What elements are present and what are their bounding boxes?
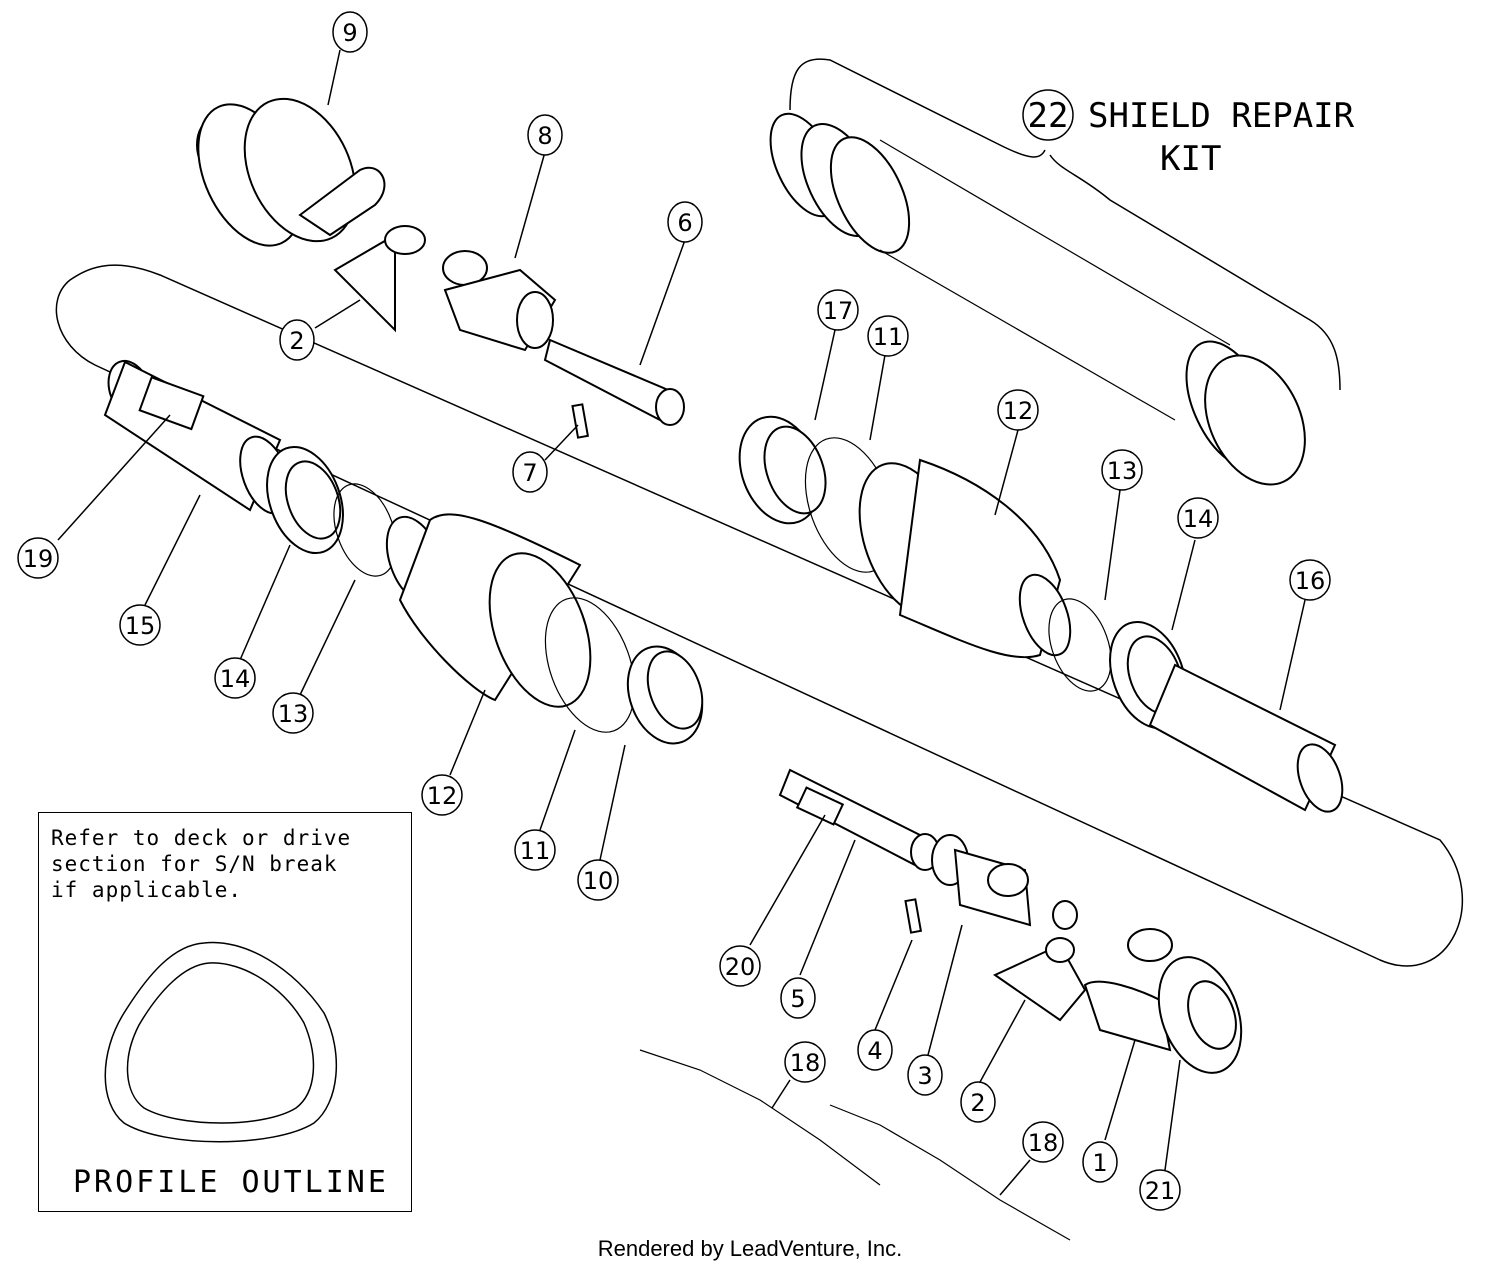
callout-18-left: 18 <box>784 1041 826 1083</box>
callout-10: 10 <box>577 859 619 901</box>
callout-22 <box>1022 89 1074 141</box>
callout-9: 9 <box>332 11 368 53</box>
svg-text:5: 5 <box>790 985 805 1013</box>
cone-12-right <box>858 458 1072 659</box>
shield-repair-kit-tube <box>769 112 1306 486</box>
svg-text:20: 20 <box>725 953 756 981</box>
note-text: Refer to deck or drive section for S/N b… <box>51 826 352 902</box>
cone-12-left <box>385 513 592 708</box>
callout-14-bottom: 14 <box>214 657 256 699</box>
callout-13-bottom: 13 <box>272 692 314 734</box>
svg-text:17: 17 <box>823 297 854 325</box>
callout-17: 17 <box>817 289 859 331</box>
bearing-10 <box>626 645 704 745</box>
outer-tube-15 <box>103 359 291 515</box>
outer-tube-16 <box>1148 663 1344 813</box>
callout-4: 4 <box>857 1029 893 1071</box>
svg-text:14: 14 <box>1183 505 1214 533</box>
profile-outline-label: PROFILE OUTLINE <box>73 1165 389 1200</box>
svg-text:18: 18 <box>790 1049 821 1077</box>
shield-kit-label: 22 SHIELD REPAIR KIT <box>1022 89 1355 179</box>
svg-text:2: 2 <box>970 1089 985 1117</box>
callout-2-bottom: 2 <box>960 1081 996 1123</box>
callout-12-bottom: 12 <box>421 774 463 816</box>
svg-text:10: 10 <box>583 867 614 895</box>
svg-text:6: 6 <box>677 209 692 237</box>
svg-text:3: 3 <box>917 1062 932 1090</box>
o-ring-11-left <box>544 597 636 733</box>
svg-text:4: 4 <box>867 1037 882 1065</box>
svg-text:2: 2 <box>289 327 304 355</box>
callout-5: 5 <box>780 977 816 1019</box>
shield-kit-bracket <box>789 58 1341 391</box>
svg-text:21: 21 <box>1145 1177 1176 1205</box>
svg-text:1: 1 <box>1092 1149 1107 1177</box>
callout-leaders <box>57 49 1306 1196</box>
shield-kit-line2: KIT <box>1160 139 1221 179</box>
roll-pin-4 <box>904 898 923 934</box>
callout-12-top: 12 <box>997 389 1039 431</box>
callout-19: 19 <box>17 537 59 579</box>
shield-kit-line1: SHIELD REPAIR <box>1088 96 1355 136</box>
roll-pin-7 <box>571 403 590 439</box>
inner-tube-6 <box>543 338 685 426</box>
bearing-ring-14-left <box>266 445 344 555</box>
callout-18-right: 18 <box>1022 1121 1064 1163</box>
outer-shield-outline <box>55 264 1464 967</box>
callout-1: 1 <box>1082 1141 1118 1183</box>
callout-15: 15 <box>119 604 161 646</box>
svg-text:13: 13 <box>278 700 309 728</box>
cross-kit-2-right <box>992 900 1087 1022</box>
note-box: Refer to deck or drive section for S/N b… <box>38 812 412 1212</box>
yoke-8 <box>442 250 557 352</box>
o-ring-13-left <box>333 483 397 577</box>
callout-8: 8 <box>527 114 563 156</box>
inner-tube-5 <box>778 768 940 871</box>
safety-chain-18-right <box>829 1104 1071 1241</box>
callout-11-top: 11 <box>867 315 909 357</box>
svg-text:15: 15 <box>125 612 156 640</box>
callout-20: 20 <box>719 945 761 987</box>
svg-text:11: 11 <box>873 323 904 351</box>
svg-text:18: 18 <box>1028 1129 1059 1157</box>
callout-11-bottom: 11 <box>514 829 556 871</box>
callout-13-top: 13 <box>1101 449 1143 491</box>
callout-6: 6 <box>667 201 703 243</box>
callout-3: 3 <box>907 1054 943 1096</box>
yoke-3 <box>931 834 1032 927</box>
bearing-17 <box>738 415 827 525</box>
yoke-assembly-top <box>196 97 426 333</box>
render-credit: Rendered by LeadVenture, Inc. <box>597 1236 903 1261</box>
svg-text:11: 11 <box>520 837 551 865</box>
callout-21: 21 <box>1139 1169 1181 1211</box>
profile-outline-shape <box>104 941 338 1143</box>
svg-text:13: 13 <box>1107 457 1138 485</box>
svg-text:22: 22 <box>1028 96 1069 136</box>
svg-text:9: 9 <box>342 19 357 47</box>
callout-2-top: 2 <box>279 319 315 361</box>
svg-text:8: 8 <box>537 122 552 150</box>
callout-7: 7 <box>512 451 548 493</box>
o-ring-13-right <box>1048 598 1112 692</box>
callout-16: 16 <box>1289 559 1331 601</box>
yoke-1 <box>1083 928 1243 1074</box>
svg-text:19: 19 <box>23 545 54 573</box>
svg-text:14: 14 <box>220 665 251 693</box>
svg-text:12: 12 <box>427 782 458 810</box>
callout-14-top: 14 <box>1177 497 1219 539</box>
safety-chain-18-left <box>639 1049 881 1186</box>
svg-text:7: 7 <box>522 459 537 487</box>
svg-text:12: 12 <box>1003 397 1034 425</box>
svg-text:16: 16 <box>1295 567 1326 595</box>
